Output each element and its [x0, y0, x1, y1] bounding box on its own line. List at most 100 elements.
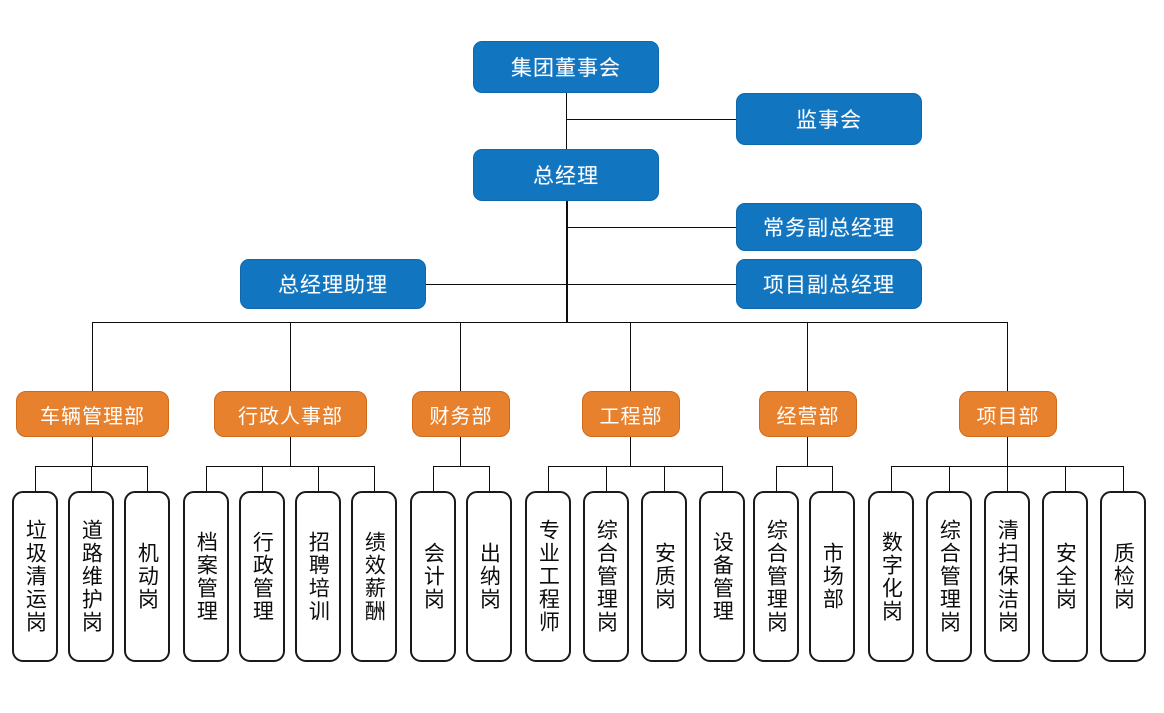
- connector-board-to-gm: [566, 93, 567, 149]
- role-node-label: 机动岗: [135, 542, 160, 611]
- connector-project-to-cleaning: [1007, 466, 1008, 491]
- department-node-operation[interactable]: 经营部: [759, 391, 857, 437]
- connector-assistant-to-project-deputy: [426, 284, 736, 285]
- exec-node-exec-deputy-gm[interactable]: 常务副总经理: [736, 203, 922, 251]
- exec-node-label: 总经理助理: [278, 274, 388, 297]
- connector-hr-admin-to-admin-mgmt: [262, 466, 263, 491]
- role-node-market-dept[interactable]: 市场部: [809, 491, 855, 662]
- role-node-accounting[interactable]: 会计岗: [410, 491, 456, 662]
- department-node-label: 行政人事部: [238, 405, 343, 428]
- department-node-finance[interactable]: 财务部: [412, 391, 510, 437]
- connector-project-to-proj-general-mgmt: [949, 466, 950, 491]
- role-node-label: 安质岗: [652, 542, 677, 611]
- connector-hr-admin-stem: [290, 437, 291, 466]
- role-node-performance-pay[interactable]: 绩效薪酬: [351, 491, 397, 662]
- role-node-recruit-training[interactable]: 招聘培训: [295, 491, 341, 662]
- role-node-admin-mgmt[interactable]: 行政管理: [239, 491, 285, 662]
- connector-hr-admin-to-archive-mgmt: [206, 466, 207, 491]
- role-node-waste-removal[interactable]: 垃圾清运岗: [12, 491, 58, 662]
- exec-node-gm-assistant[interactable]: 总经理助理: [240, 259, 426, 309]
- connector-engineer-to-safety-quality: [664, 466, 665, 491]
- role-node-label: 综合管理岗: [594, 519, 619, 634]
- role-node-equipment-mgmt[interactable]: 设备管理: [699, 491, 745, 662]
- role-node-label: 专业工程师: [536, 519, 561, 634]
- role-node-label: 设备管理: [710, 530, 735, 623]
- role-node-eng-general-mgmt[interactable]: 综合管理岗: [583, 491, 629, 662]
- connector-project-to-digitalization: [891, 466, 892, 491]
- department-node-project[interactable]: 项目部: [959, 391, 1057, 437]
- role-node-safety-post[interactable]: 安全岗: [1042, 491, 1088, 662]
- role-node-label: 行政管理: [250, 530, 275, 623]
- role-node-archive-mgmt[interactable]: 档案管理: [183, 491, 229, 662]
- connector-gm-to-dept-bus: [566, 201, 568, 322]
- connector-engineer-to-eng-general-mgmt: [606, 466, 607, 491]
- exec-node-label: 常务副总经理: [763, 217, 895, 240]
- connector-bus-to-hr-admin: [290, 322, 291, 391]
- role-node-pro-engineer[interactable]: 专业工程师: [525, 491, 571, 662]
- role-node-label: 数字化岗: [879, 530, 904, 623]
- department-node-label: 财务部: [429, 405, 493, 428]
- role-node-proj-general-mgmt[interactable]: 综合管理岗: [926, 491, 972, 662]
- connector-bus-to-vehicle: [92, 322, 93, 391]
- exec-node-label: 集团董事会: [511, 57, 621, 80]
- department-node-engineer[interactable]: 工程部: [582, 391, 680, 437]
- connector-operation-to-op-general-mgmt: [776, 466, 777, 491]
- department-node-hr-admin[interactable]: 行政人事部: [214, 391, 367, 437]
- exec-node-project-deputy-gm[interactable]: 项目副总经理: [736, 259, 922, 309]
- role-node-safety-quality[interactable]: 安质岗: [641, 491, 687, 662]
- exec-node-label: 总经理: [533, 165, 599, 188]
- role-node-label: 市场部: [820, 542, 845, 611]
- exec-node-label: 监事会: [796, 109, 862, 132]
- role-node-label: 出纳岗: [477, 542, 502, 611]
- role-node-quality-check[interactable]: 质检岗: [1100, 491, 1146, 662]
- connector-engineer-to-pro-engineer: [548, 466, 549, 491]
- connector-engineer-role-bus: [548, 466, 722, 467]
- connector-vehicle-to-waste-removal: [35, 466, 36, 491]
- connector-hr-admin-role-bus: [206, 466, 374, 467]
- department-node-label: 项目部: [976, 405, 1040, 428]
- role-node-label: 综合管理岗: [937, 519, 962, 634]
- role-node-cashier[interactable]: 出纳岗: [466, 491, 512, 662]
- role-node-label: 道路维护岗: [79, 519, 104, 634]
- connector-vehicle-to-mobile-post: [147, 466, 148, 491]
- role-node-mobile-post[interactable]: 机动岗: [124, 491, 170, 662]
- role-node-digitalization[interactable]: 数字化岗: [868, 491, 914, 662]
- role-node-label: 会计岗: [421, 542, 446, 611]
- connector-finance-stem: [460, 437, 461, 466]
- exec-node-general-manager[interactable]: 总经理: [473, 149, 659, 201]
- connector-hr-admin-to-performance-pay: [374, 466, 375, 491]
- connector-vehicle-stem: [92, 437, 93, 466]
- connector-hr-admin-to-recruit-training: [318, 466, 319, 491]
- department-node-vehicle[interactable]: 车辆管理部: [16, 391, 169, 437]
- role-node-label: 安全岗: [1053, 542, 1078, 611]
- connector-operation-stem: [807, 437, 808, 466]
- connector-operation-role-bus: [776, 466, 832, 467]
- role-node-cleaning[interactable]: 清扫保洁岗: [984, 491, 1030, 662]
- exec-node-label: 项目副总经理: [763, 274, 895, 297]
- department-node-label: 经营部: [776, 405, 840, 428]
- role-node-op-general-mgmt[interactable]: 综合管理岗: [753, 491, 799, 662]
- department-node-label: 工程部: [599, 405, 663, 428]
- connector-project-to-quality-check: [1123, 466, 1124, 491]
- connector-project-stem: [1007, 437, 1008, 466]
- connector-operation-to-market-dept: [832, 466, 833, 491]
- connector-finance-role-bus: [433, 466, 489, 467]
- connector-bus-to-engineer: [630, 322, 631, 391]
- role-node-label: 综合管理岗: [764, 519, 789, 634]
- role-node-label: 招聘培训: [306, 530, 331, 623]
- connector-gmspine-to-supervisors: [566, 119, 736, 120]
- exec-node-board[interactable]: 集团董事会: [473, 41, 659, 93]
- role-node-label: 质检岗: [1111, 542, 1136, 611]
- exec-node-supervisors[interactable]: 监事会: [736, 93, 922, 145]
- role-node-label: 垃圾清运岗: [23, 519, 48, 634]
- connector-project-to-safety-post: [1065, 466, 1066, 491]
- connector-engineer-to-equipment-mgmt: [722, 466, 723, 491]
- connector-department-bus: [92, 322, 1007, 323]
- department-node-label: 车辆管理部: [40, 405, 145, 428]
- role-node-label: 绩效薪酬: [362, 530, 387, 623]
- connector-bus-to-operation: [807, 322, 808, 391]
- connector-gm-to-exec-deputy: [566, 227, 736, 228]
- role-node-road-maintenance[interactable]: 道路维护岗: [68, 491, 114, 662]
- connector-bus-to-project: [1007, 322, 1008, 391]
